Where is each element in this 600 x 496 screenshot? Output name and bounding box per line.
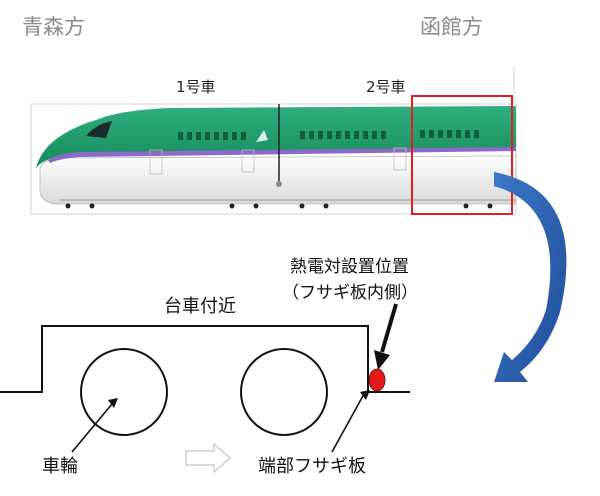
end-cover-pointer-arrow (331, 390, 370, 453)
door-1 (149, 149, 163, 175)
wheel-label: 車輪 (42, 456, 78, 477)
wheel-left (80, 348, 168, 436)
train-illustration (36, 104, 517, 209)
thermocouple-marker (368, 368, 386, 392)
train-wheels (65, 203, 493, 209)
end-cover-label: 端部フサギ板 (258, 456, 366, 477)
direction-aomori-label: 青森方 (22, 15, 85, 39)
train-cab-window (86, 121, 112, 138)
direction-hakodate-label: 函館方 (420, 15, 483, 39)
wheel-right (240, 348, 328, 436)
bogie-area-label: 台車付近 (164, 296, 236, 317)
car2-label: 2号車 (366, 78, 406, 96)
wheel-pointer-arrow (71, 398, 118, 453)
sensor-position-sublabel: （フサギ板内側） (282, 283, 418, 303)
sensor-position-label: 熱電対設置位置 (290, 257, 409, 277)
car1-label: 1号車 (176, 78, 216, 96)
door-2 (241, 149, 255, 173)
door-3 (393, 147, 407, 171)
highlight-box (411, 95, 513, 215)
bogie-outline (0, 325, 410, 393)
train-lower-body (39, 155, 517, 205)
coupler-dot (276, 181, 282, 187)
zoom-curve-arrow (494, 172, 567, 382)
direction-hollow-arrow (185, 442, 232, 474)
train-logo-icon (256, 130, 268, 142)
train-purple-stripe (48, 147, 516, 163)
car1-windows (178, 130, 479, 140)
sensor-pointer-arrow (374, 303, 398, 370)
